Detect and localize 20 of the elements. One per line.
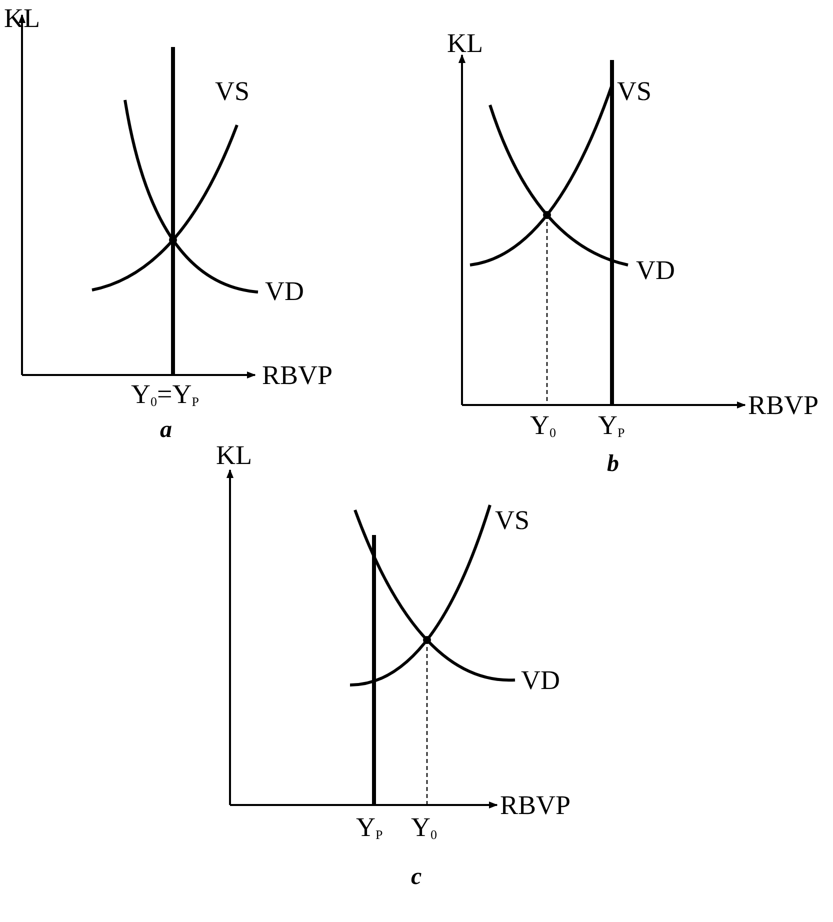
tick-label: Y$_{0}$: [411, 814, 437, 841]
tick-label: Y$_{P}$: [356, 814, 383, 841]
panel-label: b: [607, 452, 619, 476]
curve-label: VS: [215, 78, 250, 105]
axis-label: RBVP: [748, 392, 819, 419]
curve-label: VD: [636, 257, 675, 284]
axis-label: KL: [216, 442, 252, 469]
axis-label: RBVP: [262, 362, 333, 389]
panel-label: a: [160, 418, 172, 442]
axis-label: RBVP: [500, 792, 571, 819]
tick-label: Y$_{0}$=Y$_{P}$: [131, 381, 199, 408]
tick-label: Y$_{P}$: [598, 412, 625, 439]
curve-label: VD: [265, 278, 304, 305]
axis-label: KL: [447, 30, 483, 57]
axis-label: KL: [4, 5, 40, 32]
curve-label: VS: [495, 507, 530, 534]
panel-label: c: [411, 865, 422, 889]
tick-label: Y$_{0}$: [530, 412, 556, 439]
curve-label: VD: [521, 667, 560, 694]
curve-label: VS: [617, 78, 652, 105]
